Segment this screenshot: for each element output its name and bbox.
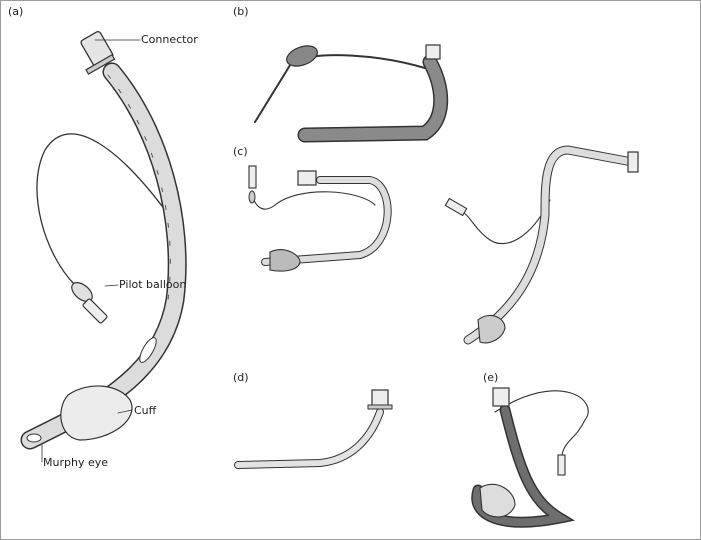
tube-b bbox=[254, 44, 449, 143]
connector-c-small bbox=[297, 170, 317, 186]
tube-e bbox=[471, 387, 589, 528]
tube-a bbox=[20, 30, 187, 463]
pilot-line-a bbox=[36, 133, 166, 286]
panel-label-b: (b) bbox=[233, 5, 249, 18]
panel-label-a: (a) bbox=[8, 5, 24, 18]
tube-c-large bbox=[444, 145, 639, 345]
connector-annotation: Connector bbox=[141, 33, 198, 46]
murphy-eye-annotation: Murphy eye bbox=[43, 456, 108, 469]
murphy-eye-a bbox=[26, 433, 42, 443]
cuff-c-large bbox=[477, 314, 506, 344]
tube-c-small bbox=[248, 165, 392, 272]
connector-c-large bbox=[627, 151, 639, 173]
panel-label-c: (c) bbox=[233, 145, 248, 158]
pilot-balloon-annotation: Pilot balloon bbox=[119, 278, 187, 291]
cuff-a bbox=[60, 385, 133, 441]
cuff-e bbox=[479, 483, 516, 518]
cuff-c-small bbox=[269, 249, 301, 272]
cuff-annotation: Cuff bbox=[134, 404, 157, 417]
panel-label-d: (d) bbox=[233, 371, 249, 384]
tube-d bbox=[234, 389, 393, 469]
connector-b bbox=[425, 44, 441, 60]
panel-label-e: (e) bbox=[483, 371, 499, 384]
cuff-b bbox=[286, 45, 318, 67]
connector-e bbox=[492, 387, 510, 407]
connector-d bbox=[371, 389, 389, 407]
